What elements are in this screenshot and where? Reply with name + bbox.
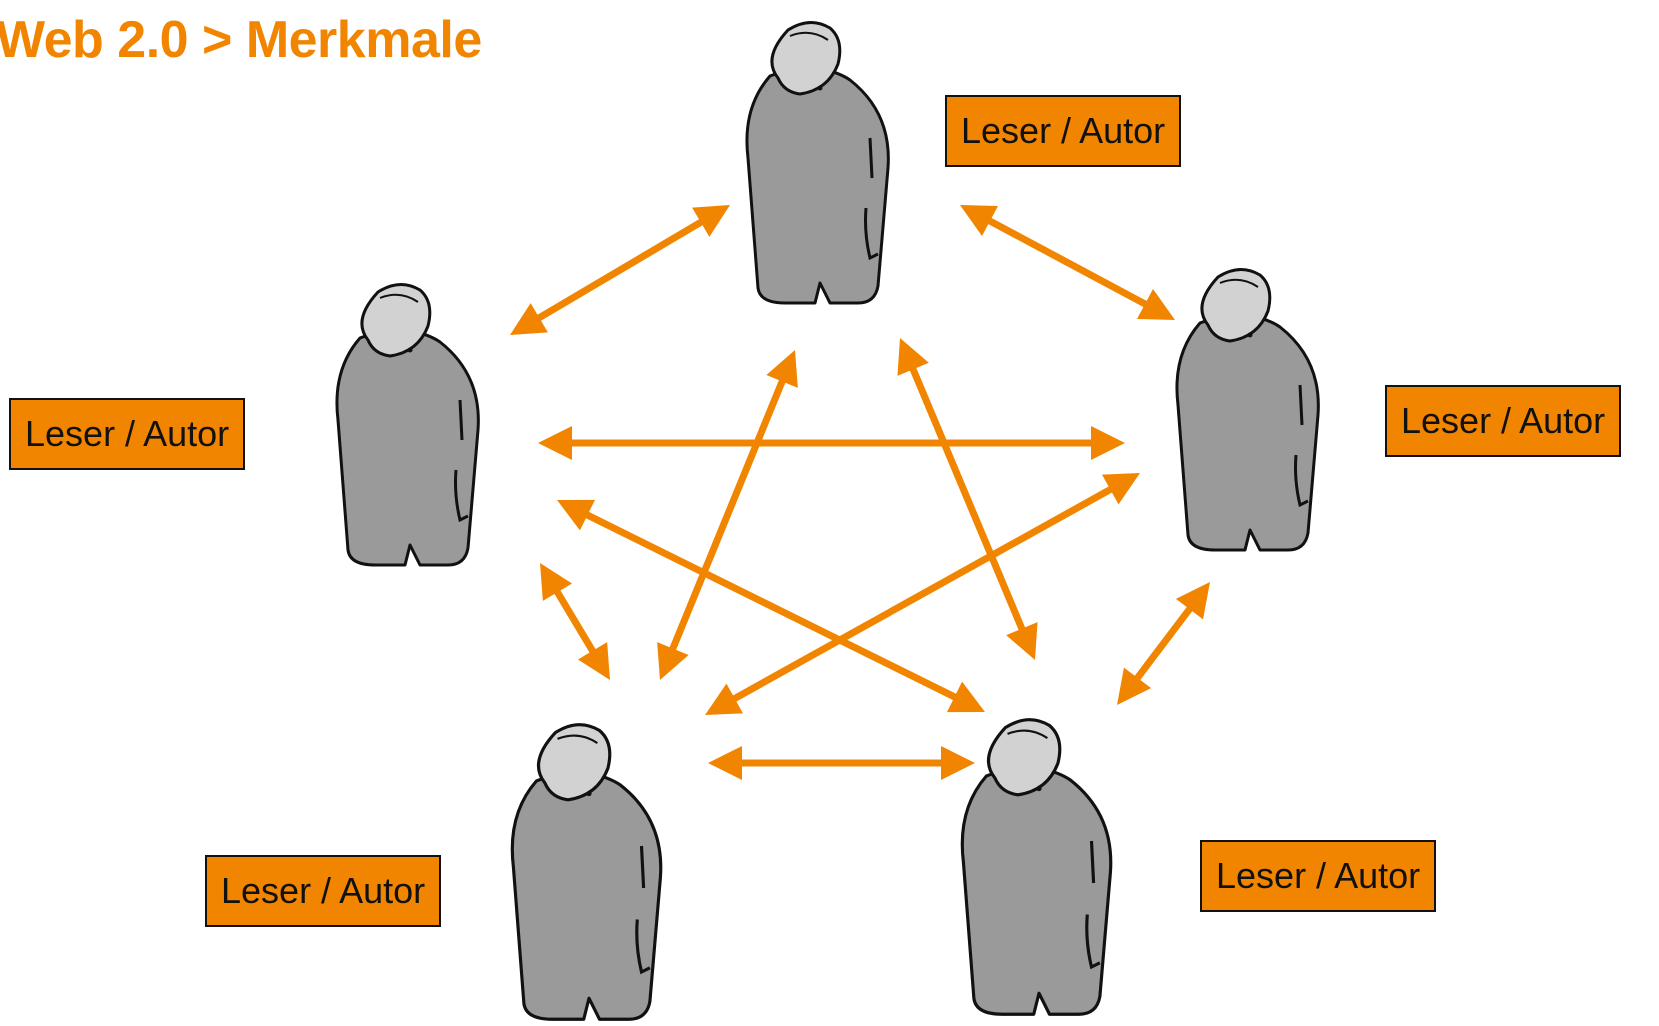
person-icon: [745, 20, 890, 305]
person-icon: [1175, 267, 1320, 552]
arrow-0-3: [657, 350, 798, 680]
arrowhead: [1102, 473, 1140, 505]
arrow-1-2: [538, 426, 1125, 460]
arrow-shaft: [582, 510, 960, 702]
node-label: Leser / Autor: [945, 95, 1182, 167]
arrowhead: [1091, 426, 1125, 460]
page-title: Web 2.0 > Merkmale: [0, 11, 482, 69]
arrowhead: [766, 350, 798, 388]
arrow-shaft: [668, 376, 787, 654]
arrowhead: [1175, 582, 1210, 620]
arrow-1-3: [540, 563, 610, 680]
arrow-0-1: [510, 205, 730, 335]
node-label: Leser / Autor: [205, 855, 442, 927]
arrow-1-4: [557, 499, 985, 713]
arrowhead: [705, 683, 743, 715]
arrowhead: [692, 205, 730, 237]
arrowhead: [577, 642, 610, 680]
arrow-shaft: [908, 364, 1027, 634]
figures-layer: [335, 20, 1320, 1021]
arrowhead: [510, 303, 548, 335]
arrow-shaft: [729, 484, 1116, 704]
arrowhead: [1137, 288, 1175, 320]
arrow-0-2: [960, 205, 1175, 320]
arrow-0-4: [897, 338, 1038, 660]
node-label: Leser / Autor: [1385, 385, 1622, 457]
arrow-shaft: [984, 216, 1151, 309]
arrowhead: [540, 563, 573, 601]
arrow-2-3: [705, 473, 1140, 715]
arrowhead: [557, 499, 596, 531]
arrow-shaft: [1132, 603, 1195, 684]
arrow-shaft: [534, 217, 706, 323]
arrowhead: [946, 681, 985, 713]
arrow-3-4: [708, 746, 975, 780]
person-icon: [960, 718, 1113, 1016]
arrowhead: [657, 642, 689, 680]
arrowhead: [960, 205, 998, 237]
node-label: Leser / Autor: [9, 398, 246, 470]
node-label: Leser / Autor: [1200, 840, 1437, 912]
arrowhead: [897, 338, 929, 376]
arrowhead: [1117, 667, 1152, 705]
arrows-layer: [510, 205, 1210, 780]
arrowhead: [941, 746, 975, 780]
person-icon: [510, 723, 663, 1021]
arrowhead: [1006, 622, 1038, 660]
arrow-2-4: [1117, 582, 1210, 705]
arrowhead: [538, 426, 572, 460]
arrow-shaft: [552, 586, 598, 657]
arrowhead: [708, 746, 742, 780]
person-icon: [335, 282, 480, 567]
